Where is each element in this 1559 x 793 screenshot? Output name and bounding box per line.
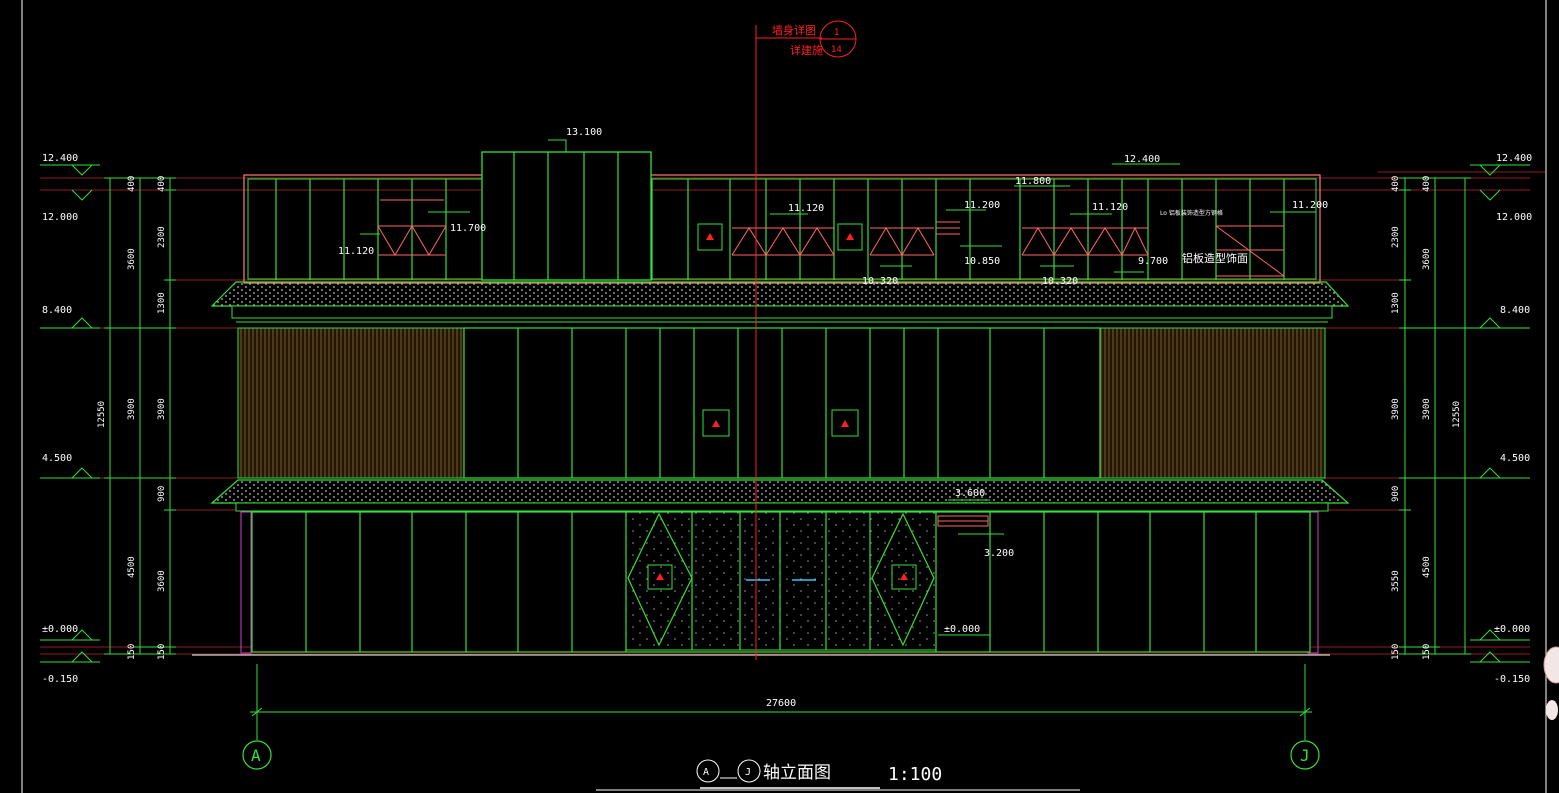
level-a11: 9.700: [1138, 256, 1168, 267]
annotation-leaders: [360, 139, 1316, 636]
dim-3550: 3550: [1391, 570, 1401, 592]
level-a8: 10.850: [964, 256, 1000, 267]
dim-3900-b: 3900: [157, 398, 167, 420]
level-8400-right: 8.400: [1500, 305, 1530, 316]
dim-3600-outer: 3600: [127, 248, 137, 270]
level-12400-right: 12.400: [1496, 153, 1532, 164]
right-dimension-chain: [1399, 164, 1530, 663]
level-a5: 11.200: [964, 200, 1000, 211]
roof-level-right: 12.400: [1124, 154, 1160, 165]
level-a4: 11.120: [338, 246, 374, 257]
right-levels: 12.400 12.000 8.400 4.500 ±0.000 -0.150: [1494, 153, 1532, 685]
exit-sign-icon: [702, 409, 859, 437]
level-a10: 10.320: [1042, 276, 1078, 287]
right-dimension-texts: 400 400 2300 3600 1300 3900 3900 12550 9…: [1391, 176, 1462, 660]
level-a3: 11.700: [450, 223, 486, 234]
dim-3900-d: 3900: [1422, 398, 1432, 420]
level-grade-right: -0.150: [1494, 674, 1530, 685]
building-facade: [192, 151, 1350, 656]
dim-900-r: 900: [1391, 486, 1401, 502]
dim-150-c: 150: [1391, 644, 1401, 660]
dim-400-c: 400: [1391, 176, 1401, 192]
level-a6: 11.120: [1092, 202, 1128, 213]
dim-4500-r: 4500: [1422, 556, 1432, 578]
left-levels: 12.400 12.000 8.400 4.500 ±0.000 -0.150: [42, 153, 78, 685]
exit-sign-icon: [697, 223, 863, 251]
dim-150-d: 150: [1422, 644, 1432, 660]
dim-400-a: 400: [127, 176, 137, 192]
dim-400-b: 400: [157, 176, 167, 192]
callout-line2: 详建施: [790, 43, 823, 57]
dim-3600-inner: 3600: [157, 570, 167, 592]
level-ground-right: ±0.000: [1494, 624, 1530, 635]
level-a9: 10.320: [862, 276, 898, 287]
eave-level-2: 3.200: [984, 548, 1014, 559]
dim-900: 900: [157, 486, 167, 502]
callout-num-top: 1: [834, 28, 839, 38]
left-dimension-chain: [40, 164, 176, 663]
section-callout[interactable]: 墙身详图 详建施 1 14: [755, 20, 857, 660]
dim-2300: 2300: [157, 226, 167, 248]
level-a2: 11.120: [788, 203, 824, 214]
door-level: ±0.000: [944, 624, 980, 635]
dim-12550: 12550: [97, 401, 107, 428]
drawing-title: A J 轴立面图 1:100: [696, 759, 942, 789]
level-4500-right: 4.500: [1500, 453, 1530, 464]
dim-1300-r: 1300: [1391, 292, 1401, 314]
note-main: 铝板造型饰面: [1182, 251, 1248, 265]
dim-3600-outer-r: 3600: [1422, 248, 1432, 270]
dim-150-a: 150: [127, 644, 137, 660]
level-8400-left: 8.400: [42, 305, 72, 316]
level-12000-right: 12.000: [1496, 212, 1532, 223]
level-12000-left: 12.000: [42, 212, 78, 223]
level-12400-left: 12.400: [42, 153, 78, 164]
exit-sign-icon: [647, 564, 917, 590]
dim-2300-r: 2300: [1391, 226, 1401, 248]
level-a1: 11.800: [1015, 176, 1051, 187]
dim-1300: 1300: [157, 292, 167, 314]
elevation-annotations: 13.100 12.400 11.800 11.120 11.700 11.12…: [338, 127, 1328, 635]
svg-text:J: J: [1300, 746, 1310, 765]
note-small: Lo 铝板装饰造型方钢格: [1160, 209, 1223, 217]
dim-400-d: 400: [1422, 176, 1432, 192]
callout-num-bottom: 14: [831, 45, 842, 55]
overall-width-dimension: 27600: [250, 664, 1312, 740]
title-scale: 1:100: [888, 764, 942, 785]
stair-top-level: 13.100: [566, 127, 602, 138]
level-4500-left: 4.500: [42, 453, 72, 464]
overall-width-text: 27600: [766, 698, 796, 709]
svg-text:A: A: [251, 746, 261, 765]
dim-4500: 4500: [127, 556, 137, 578]
dim-3900-a: 3900: [127, 398, 137, 420]
dim-12550-r: 12550: [1452, 401, 1462, 428]
title-text: 轴立面图: [763, 763, 831, 783]
dim-150-b: 150: [157, 644, 167, 660]
dim-3900-c: 3900: [1391, 398, 1401, 420]
axis-bubble-right[interactable]: J: [1290, 740, 1320, 770]
title-axis-to: J: [745, 767, 751, 778]
level-ground-left: ±0.000: [42, 624, 78, 635]
left-dimension-texts: 400 400 3600 2300 1300 12550 3900 3900 9…: [97, 176, 167, 660]
level-grade-left: -0.150: [42, 674, 78, 685]
axis-bubble-left[interactable]: A: [242, 740, 272, 770]
eave-level-1: 3.600: [955, 488, 985, 499]
level-a7: 11.200: [1292, 200, 1328, 211]
callout-line1: 墙身详图: [772, 23, 816, 37]
title-axis-from: A: [703, 767, 709, 778]
mascot-icon: [1543, 646, 1559, 720]
